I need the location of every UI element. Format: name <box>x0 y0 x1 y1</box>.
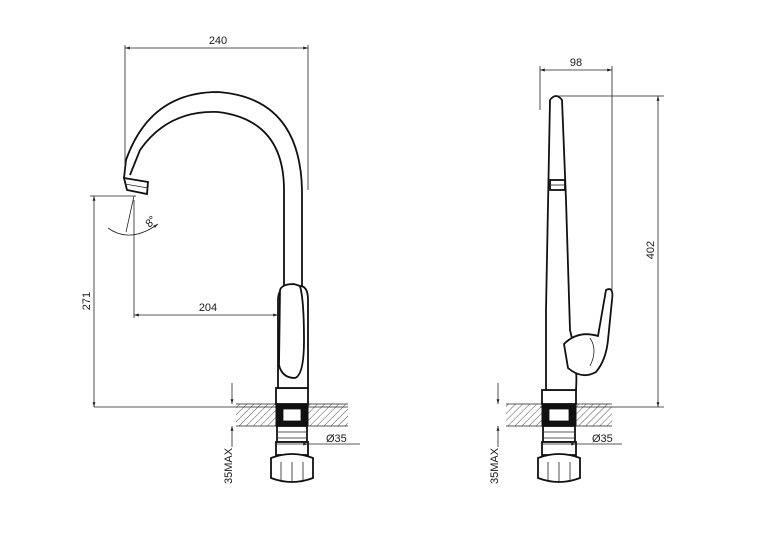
dim-height-271: 271 <box>81 195 136 407</box>
dim-width-240: 240 <box>124 35 309 190</box>
side-fixing-nut <box>537 403 581 483</box>
side-view: 98 402 Ø35 35MAX <box>489 57 664 484</box>
dim-width-240-label: 240 <box>209 35 227 47</box>
dim-max-thickness-side: 35MAX <box>489 383 501 484</box>
dim-hole-diameter-side: Ø35 <box>542 433 622 446</box>
dim-hole-diameter-front-label: Ø35 <box>326 433 347 445</box>
dim-height-402-label: 402 <box>645 241 657 259</box>
front-faucet-body <box>122 91 309 405</box>
dim-swivel-angle-label: 8° <box>143 214 159 230</box>
dim-max-thickness-front: 35MAX <box>223 383 235 484</box>
dim-max-thickness-front-label: 35MAX <box>223 447 235 484</box>
side-faucet-body <box>541 95 614 405</box>
dim-height-271-label: 271 <box>81 292 93 310</box>
dim-height-402: 402 <box>558 95 664 407</box>
side-countertop <box>506 403 664 427</box>
dim-depth-98: 98 <box>539 57 613 300</box>
front-fixing-nut <box>270 403 314 483</box>
dim-reach-204-label: 204 <box>199 302 217 314</box>
dim-hole-diameter-side-label: Ø35 <box>592 433 613 445</box>
dim-hole-diameter-front: Ø35 <box>276 433 360 446</box>
front-view: 240 271 204 8° Ø35 3 <box>81 35 360 484</box>
front-countertop <box>94 403 348 427</box>
dim-depth-98-label: 98 <box>570 57 582 69</box>
dim-reach-204: 204 <box>133 200 278 318</box>
dim-max-thickness-side-label: 35MAX <box>489 447 501 484</box>
